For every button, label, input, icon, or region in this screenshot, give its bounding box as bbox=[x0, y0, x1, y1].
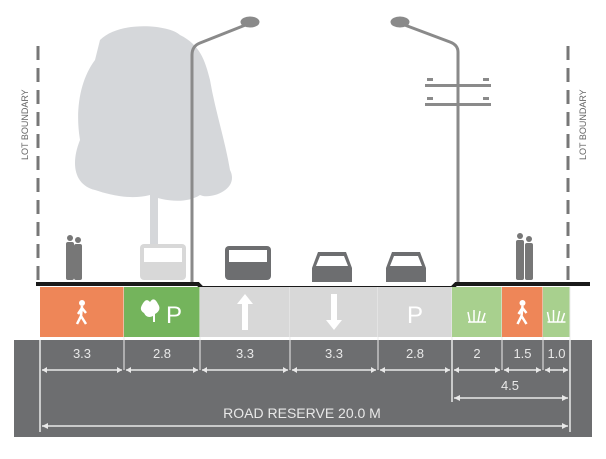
segment-width-label: 3.3 bbox=[236, 346, 254, 361]
segment-width-label: 3.3 bbox=[73, 346, 91, 361]
pedestrians-left-icon bbox=[66, 235, 82, 280]
pedestrian-icon bbox=[75, 300, 88, 325]
segment-fill bbox=[543, 287, 570, 337]
segment-footpath: 3.3 bbox=[40, 287, 125, 370]
street-light-right bbox=[390, 16, 460, 282]
grass-icon bbox=[546, 310, 566, 323]
car-up-lane-icon bbox=[225, 246, 271, 280]
parked-car-right-icon bbox=[386, 252, 426, 282]
tree-icon bbox=[140, 299, 160, 322]
lot-boundary-label-right: LOT BOUNDARY bbox=[578, 89, 588, 160]
segment-width-label: 2.8 bbox=[153, 346, 171, 361]
segment-fill bbox=[124, 287, 200, 337]
lot-boundary-label-left: LOT BOUNDARY bbox=[20, 89, 30, 160]
segment-fill bbox=[378, 287, 452, 337]
road-reserve-total-label: ROAD RESERVE 20.0 M bbox=[223, 405, 381, 421]
pedestrian-icon bbox=[516, 300, 528, 325]
dimension-arrowheads bbox=[545, 367, 568, 373]
dimension-arrowheads bbox=[454, 367, 500, 373]
segment-width-label: 2.8 bbox=[406, 346, 424, 361]
segment-verge: 2 bbox=[452, 287, 503, 370]
power-pole-crossarms bbox=[425, 78, 491, 106]
car-down-lane-icon bbox=[312, 252, 352, 282]
segment-width-label: 1.0 bbox=[547, 346, 565, 361]
segment-verge: 1.0 bbox=[543, 287, 571, 370]
tree bbox=[75, 26, 233, 280]
segment-parking: P 2.8 bbox=[378, 287, 453, 370]
parking-letter: P bbox=[166, 302, 182, 329]
parked-car-left-icon bbox=[140, 244, 186, 280]
arrow-up-icon bbox=[237, 294, 253, 330]
segment-width-label: 1.5 bbox=[513, 346, 531, 361]
segment-width-label: 2 bbox=[473, 346, 480, 361]
grass-icon bbox=[467, 310, 486, 323]
dimension-band bbox=[14, 340, 592, 437]
segment-width-label: 3.3 bbox=[325, 346, 343, 361]
pedestrians-right-icon bbox=[516, 233, 533, 280]
arrow-down-icon bbox=[326, 294, 342, 330]
parking-letter: P bbox=[407, 302, 423, 329]
segment-fill bbox=[452, 287, 502, 337]
segment-tree-parking: P 2.8 bbox=[124, 287, 201, 370]
street-light-left bbox=[190, 16, 260, 282]
subtotal-dimension-label: 4.5 bbox=[501, 378, 519, 393]
